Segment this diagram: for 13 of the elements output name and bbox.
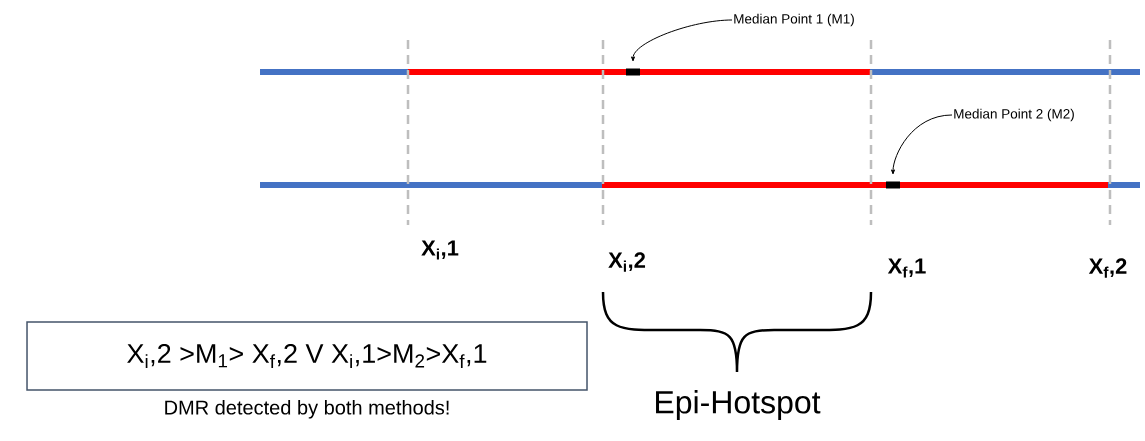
median-marker [626, 68, 640, 76]
callout-label: Median Point 2 (M2) [954, 108, 1074, 122]
axis-label: X$_{i}$,2 [608, 252, 646, 272]
axis-label: X$_{i}$,1 [421, 240, 459, 260]
node-label: DMR detected by both methods! [165, 399, 449, 419]
leader-arrow [891, 114, 953, 175]
axis-label: X$_{f}$,2 [1088, 258, 1127, 278]
hotspot-label: Epi-Hotspot [656, 390, 821, 420]
condition-box: X$_{i}$,2 >M$_{1}$> X$_{f}$,2 V X$_{i}$,1>M$_{2}$>X$_{f}$,1 [26, 321, 588, 391]
callout-label: Median Point 1 (M1) [734, 13, 854, 27]
median-marker [886, 181, 900, 189]
leader-arrow [631, 19, 733, 62]
axis-label: X$_{f}$,1 [887, 258, 926, 278]
